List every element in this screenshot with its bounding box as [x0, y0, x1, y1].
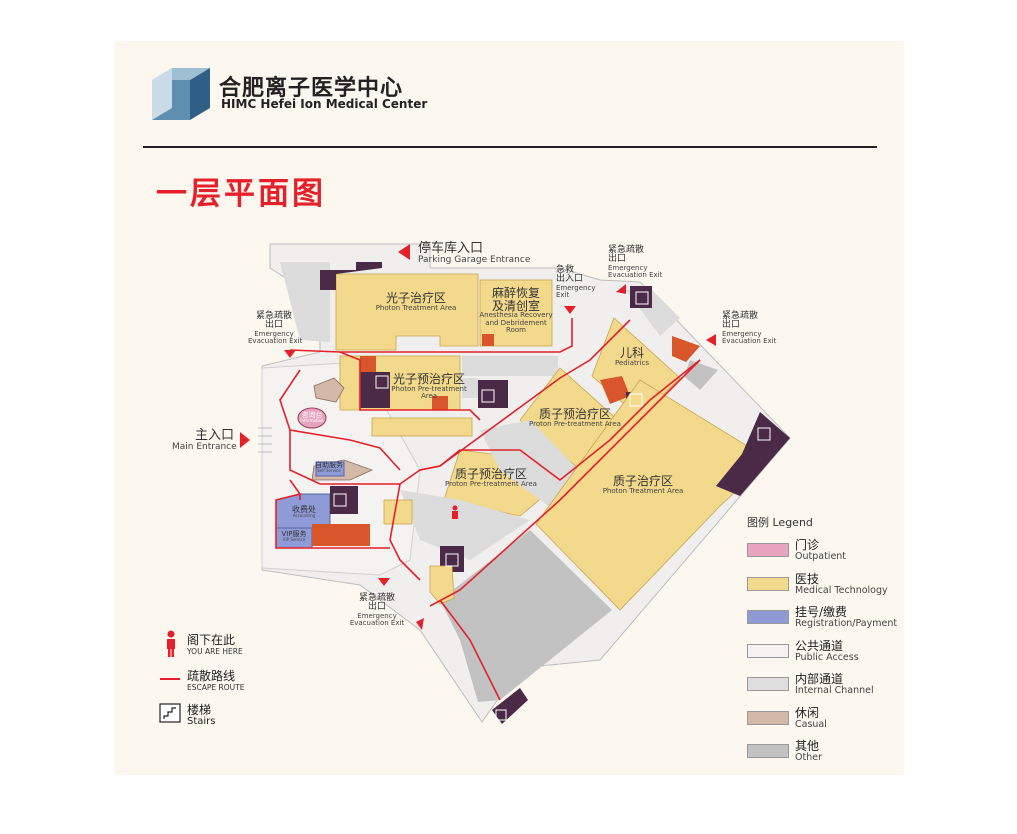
stair-block-right — [716, 412, 790, 496]
legend-swatch — [747, 576, 789, 591]
legend-label: 挂号/缴费 — [795, 605, 848, 619]
stair-legend-icon — [159, 703, 181, 723]
main-entrance-arrow — [240, 432, 250, 448]
legend-label: 公共通道 — [795, 638, 844, 653]
logo-english-name: HIMC Hefei Ion Medical Center — [221, 97, 428, 111]
self-service-kiosk — [315, 461, 345, 477]
you-are-here-icon — [167, 630, 175, 657]
internal-band-top — [280, 262, 330, 342]
you-are-here-label-en: YOU ARE HERE — [187, 647, 243, 656]
legend-label-en: Internal Channel — [795, 685, 874, 696]
main-entrance-label: 主入口 Main Entrance — [172, 428, 237, 452]
pediatrics-label: 儿科 Pediatrics — [614, 346, 650, 367]
info-desk-label: 咨询台 Information — [300, 411, 324, 424]
escape-route-label: 疏散路线 — [187, 669, 236, 683]
legend-label-en: Casual — [795, 718, 827, 730]
pretreatment-lower-rooms — [371, 417, 473, 437]
emergency-entrance-arrow — [564, 306, 576, 314]
exit-arrow-left — [284, 350, 296, 358]
exit-arrow-top — [616, 284, 626, 294]
logo-icon — [152, 68, 210, 120]
exit-label-top: 紧急疏散 出口 Emergency Evacuation Exit — [608, 245, 663, 280]
parking-entrance-arrow — [398, 244, 410, 260]
legend-label: 内部通道 — [795, 672, 844, 686]
exit-arrow-bottom-left — [378, 578, 390, 586]
stair-block-top — [320, 262, 382, 290]
photon-treatment-label: 光子治疗区 Photon Treatment Area — [375, 291, 457, 312]
other-area — [440, 530, 612, 702]
you-are-here-label: 阁下在此 — [187, 633, 236, 647]
stairs-icon — [333, 291, 771, 721]
exit-arrow-right — [706, 334, 716, 346]
cashier-label: 收费处 Accounting — [292, 505, 316, 519]
exit-label-left: 紧急疏散 出口 Emergency Evacuation Exit — [248, 311, 303, 346]
legend-label: 门诊 — [795, 538, 820, 552]
floor-title: 一层平面图 — [156, 176, 326, 212]
photon-treatment-area — [335, 273, 479, 351]
legend-swatch — [747, 543, 789, 557]
emergency-entrance-label: 急救 出入口 Emergency Exit — [556, 265, 596, 300]
proton-pretreatment-label-2: 质子预治疗区 Proton Pre-treatment Area — [445, 467, 537, 488]
anesthesia-label: 麻醉恢复 及清创室 Anesthesia Recovery and Debrid… — [479, 286, 553, 334]
vip-service-label: VIP服务 VIP Service — [281, 530, 307, 543]
legend-label-en: Medical Technology — [795, 584, 888, 596]
stairs-label: 楼梯 — [187, 703, 212, 717]
legend-swatch — [747, 744, 789, 758]
self-service-label: 自助服务 Self Service — [315, 461, 343, 474]
stairs-label-en: Stairs — [187, 716, 216, 727]
you-are-here-marker — [452, 505, 458, 519]
legend-label-en: Registration/Payment — [795, 618, 898, 629]
legend-title: 图例 Legend — [747, 516, 813, 529]
legend-swatch — [747, 677, 789, 691]
legend-swatch — [747, 643, 789, 658]
photon-pretreatment-label: 光子预治疗区 Photon Pre-treatment Area — [391, 372, 467, 400]
proton-treatment-label: 质子治疗区 Photon Treatment Area — [602, 474, 684, 495]
exit-arrow-bottom — [416, 618, 424, 630]
casual-area — [313, 377, 345, 403]
legend-label: 医技 — [795, 571, 820, 586]
info-desk — [297, 407, 327, 429]
logo-chinese-name: 合肥离子医学中心 — [219, 76, 404, 101]
legend-label: 休闲 — [795, 705, 820, 720]
header-divider — [143, 146, 877, 148]
legend-swatch — [747, 610, 789, 624]
parking-entrance-label: 停车库入口 Parking Garage Entrance — [418, 241, 531, 265]
main-entrance-door — [258, 427, 272, 453]
legend-label: 其他 — [795, 739, 820, 753]
escape-route-label-en: ESCAPE ROUTE — [187, 683, 245, 692]
legend-swatch — [747, 710, 789, 725]
exit-label-right: 紧急疏散 出口 Emergency Evacuation Exit — [722, 311, 777, 346]
legend-label-en: Public Access — [795, 651, 859, 663]
proton-pretreatment-label-1: 质子预治疗区 Proton Pre-treatment Area — [529, 407, 621, 428]
escape-routes — [275, 318, 701, 701]
legend-label-en: Outpatient — [795, 551, 847, 562]
legend-label-en: Other — [795, 752, 822, 763]
exit-label-bottom: 紧急疏散 出口 Emergency Evacuation Exit — [349, 593, 405, 628]
